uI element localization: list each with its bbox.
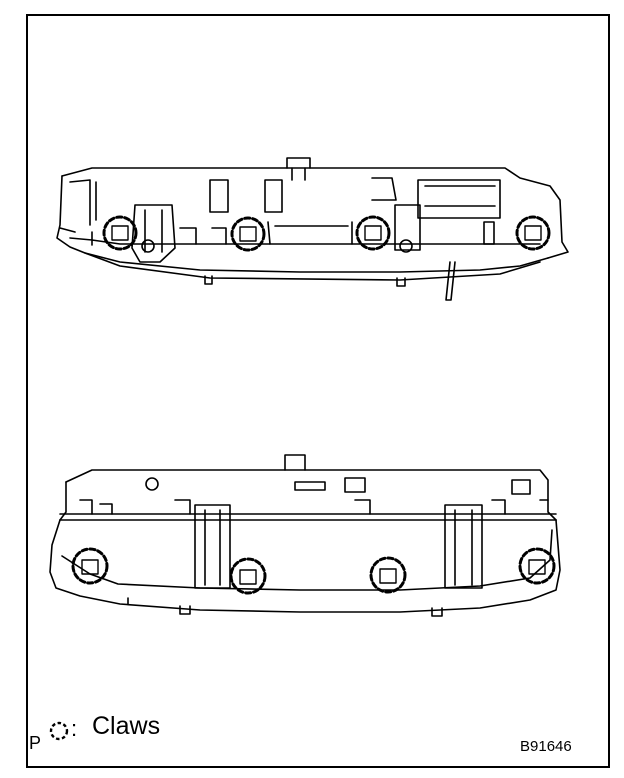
upper-claw-4 [515, 215, 551, 251]
upper-view [56, 157, 569, 301]
upper-bezel [84, 252, 541, 281]
legend-label: Claws [92, 712, 161, 740]
lower-claw-2 [229, 557, 267, 595]
upper-top-edge [61, 167, 569, 259]
upper-claw-3 [355, 215, 391, 251]
lower-connector [284, 454, 306, 471]
lower-rail [59, 513, 557, 521]
dashed-circle-icon [49, 721, 69, 741]
lower-column-2 [444, 504, 483, 589]
upper-claw-1 [102, 215, 138, 251]
lower-column-1 [194, 504, 231, 589]
legend-marker: P [29, 733, 42, 753]
figure-frame [26, 14, 610, 768]
lower-body [49, 519, 561, 613]
figure-id: B91646 [520, 738, 572, 755]
lower-claw-1 [71, 547, 109, 585]
upper-pin [445, 261, 456, 301]
upper-left-outline [56, 175, 549, 273]
lower-claw-3 [369, 556, 407, 594]
legend-colon: : [71, 716, 78, 741]
upper-connector [286, 157, 311, 181]
upper-feet [204, 275, 406, 287]
upper-features [69, 177, 501, 263]
lower-left-plate [59, 481, 67, 521]
upper-claw-2 [230, 216, 266, 252]
lower-claw-4 [518, 547, 556, 585]
lower-view [49, 454, 561, 617]
